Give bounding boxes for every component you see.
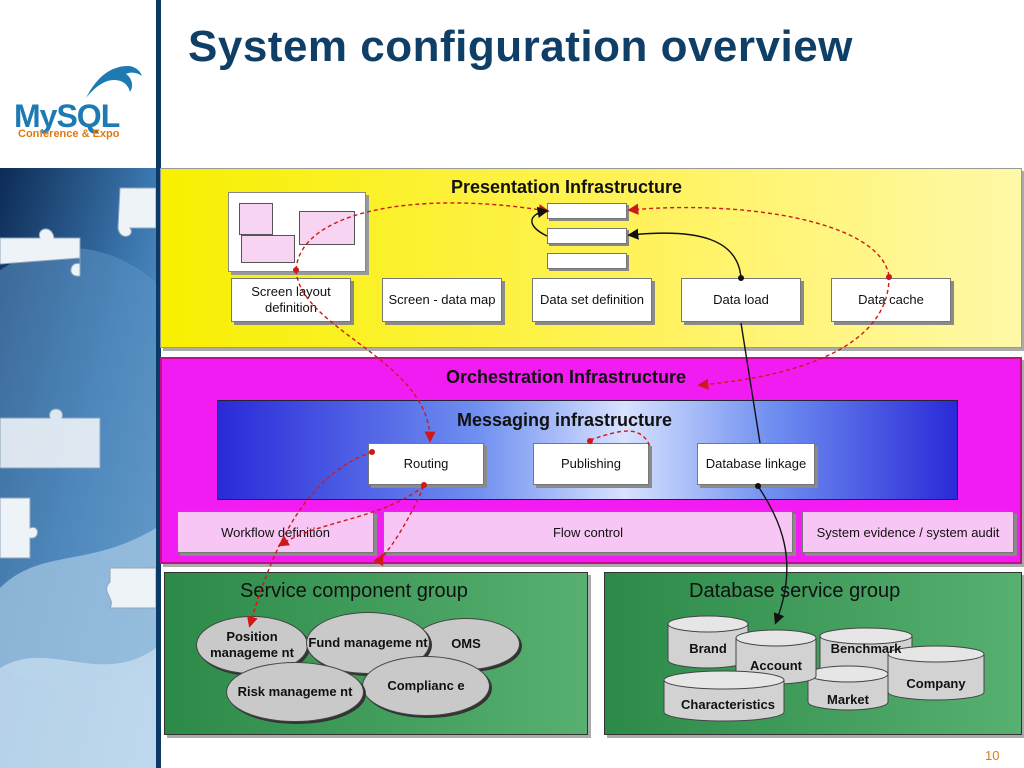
database-linkage-box: Database linkage (697, 443, 815, 485)
company-db-label: Company (906, 676, 966, 691)
logo-subtitle: Conference & Expo (18, 128, 120, 140)
screen-layout-definition-box: Screen layout definition (231, 278, 351, 322)
brand-db-label: Brand (689, 641, 727, 656)
service-group-title: Service component group (240, 580, 468, 602)
decorative-earth-image (0, 168, 156, 768)
page-title: System configuration overview (188, 22, 853, 71)
dolphin-logo-icon (86, 66, 142, 98)
dataset-window-icon (547, 253, 627, 269)
routing-box: Routing (368, 443, 484, 485)
screen-data-map-box: Screen - data map (382, 278, 502, 322)
mini-table-icon (299, 211, 355, 245)
dataset-window-icon (547, 228, 627, 244)
logo-text: MySQL (14, 98, 120, 134)
data-set-definition-box: Data set definition (532, 278, 652, 322)
orchestration-title: Orchestration Infrastructure (446, 367, 687, 387)
data-cache-box: Data cache (831, 278, 951, 322)
flow-control-box: Flow control (383, 511, 793, 553)
publishing-box: Publishing (533, 443, 649, 485)
market-db-label: Market (827, 692, 869, 707)
data-load-box: Data load (681, 278, 801, 322)
dataset-window-icon (547, 203, 627, 219)
page-number: 10 (985, 748, 1000, 763)
compliance-node: Complianc e (362, 656, 490, 716)
mini-chart-icon (239, 203, 273, 235)
system-audit-box: System evidence / system audit (802, 511, 1014, 553)
workflow-definition-box: Workflow definition (177, 511, 374, 553)
benchmark-db-label: Benchmark (830, 641, 902, 656)
account-db-label: Account (750, 658, 802, 673)
oms-node: OMS (412, 618, 520, 670)
database-cylinders (663, 615, 985, 722)
messaging-title: Messaging infrastructure (457, 410, 673, 430)
screen-mockup-icon (228, 192, 366, 272)
header-divider (156, 0, 161, 768)
mini-graph-icon (241, 235, 295, 263)
database-group-title: Database service group (689, 580, 901, 602)
risk-management-node: Risk manageme nt (226, 662, 364, 722)
presentation-title: Presentation Infrastructure (451, 177, 683, 197)
characteristics-db-label: Characteristics (681, 697, 775, 712)
